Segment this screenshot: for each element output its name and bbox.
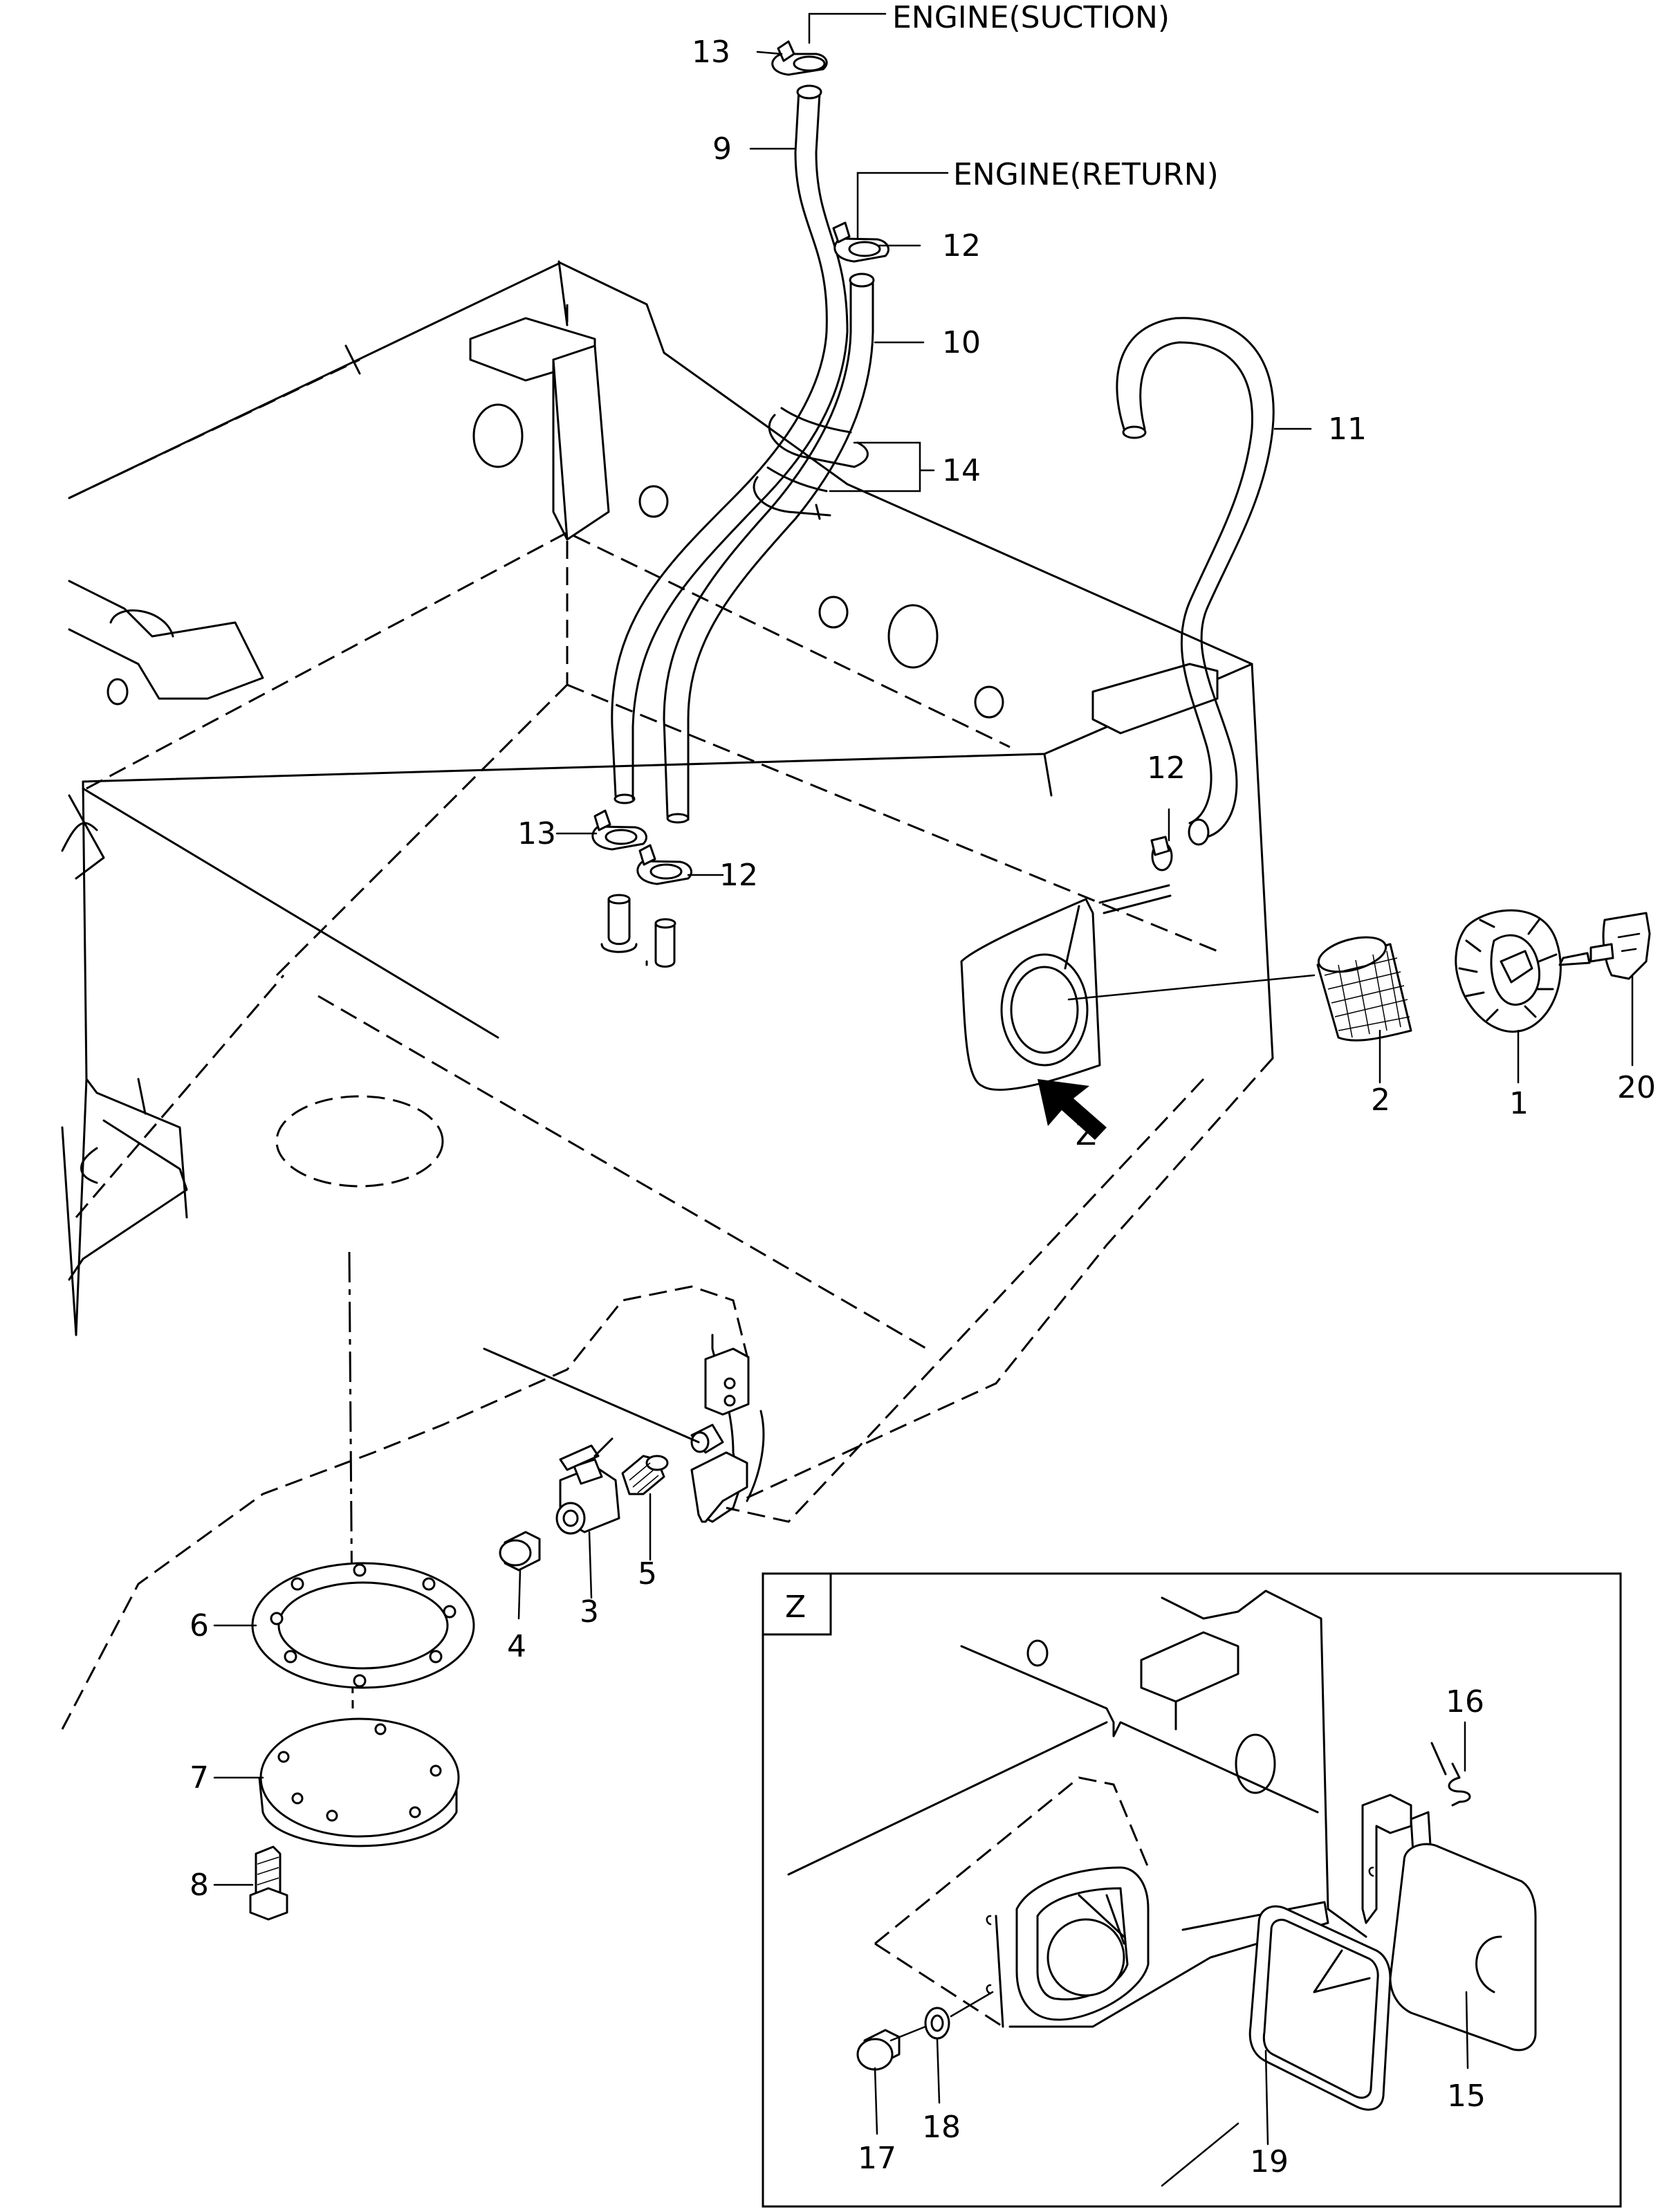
cover-plate: [258, 1717, 460, 1847]
hose-clamp-12-right: [1150, 836, 1173, 872]
callout-5: 5: [638, 1556, 657, 1592]
callout-12-right: 12: [1147, 750, 1186, 786]
drain-bracket: [483, 1334, 765, 1523]
callout-14: 14: [942, 453, 981, 488]
callout-19: 19: [1250, 2144, 1289, 2179]
callout-8: 8: [190, 1868, 209, 1903]
callout-17: 17: [858, 2141, 896, 2176]
callout-11: 11: [1328, 412, 1367, 447]
cover-gasket: [251, 1562, 475, 1689]
cover-center-line: [348, 1251, 354, 1709]
callout-13-top: 13: [692, 35, 730, 70]
breather-hose: [1098, 317, 1275, 914]
hose-clamp-12-bottom: [636, 844, 692, 885]
fuel-hose-suction: [611, 84, 849, 804]
callout-20: 20: [1617, 1070, 1656, 1105]
fuel-strainer: [1316, 936, 1412, 1042]
drain-nipple: [621, 1455, 669, 1495]
callout-15: 15: [1447, 2079, 1486, 2114]
callout-18: 18: [922, 2110, 961, 2145]
fuel-cap: [1455, 909, 1562, 1033]
cable-ties: [753, 407, 869, 520]
cover-bolt: [249, 1845, 288, 1921]
tank-ports: [600, 894, 676, 968]
drain-cock: [555, 1437, 620, 1535]
callout-10: 10: [942, 325, 981, 360]
fuel-hose-return: [663, 273, 875, 824]
callout-12-bottom: 12: [719, 858, 758, 893]
callout-7: 7: [190, 1760, 209, 1796]
engine-suction-label: ENGINE(SUCTION): [892, 0, 1170, 35]
leader-lines: [213, 12, 1634, 2146]
callout-3: 3: [580, 1594, 599, 1630]
callout-2: 2: [1371, 1082, 1390, 1118]
callout-13-bottom: 13: [517, 816, 556, 851]
callout-6: 6: [190, 1608, 209, 1643]
callout-labels: 13 9 12 10 11 14 12 13 12 2 1 20 3 5 4 6…: [190, 35, 1656, 2179]
callout-4: 4: [507, 1629, 526, 1664]
hose-clamp-13-top: [771, 40, 828, 76]
view-arrow-z: [1038, 1079, 1107, 1140]
fuel-cap-key: [1558, 912, 1651, 980]
callout-1: 1: [1509, 1086, 1529, 1121]
filler-neck: [960, 898, 1101, 1091]
hose-clamp-12-top: [832, 221, 889, 263]
annotation-labels: ENGINE(SUCTION) ENGINE(RETURN) Z Z: [785, 0, 1219, 1625]
hose-clamp-13-bottom: [591, 809, 647, 851]
drain-plug: [499, 1531, 541, 1572]
callout-12-top: 12: [942, 228, 981, 264]
callout-16: 16: [1446, 1684, 1484, 1720]
strainer-leader-line: [1067, 974, 1316, 1001]
view-z-label: Z: [1076, 1117, 1096, 1152]
engine-return-label: ENGINE(RETURN): [953, 157, 1219, 192]
callout-9: 9: [712, 131, 732, 167]
detail-view-z: [762, 1572, 1622, 2208]
fuel-tank-outline: [61, 260, 1274, 1730]
detail-box-z-label: Z: [785, 1589, 806, 1625]
